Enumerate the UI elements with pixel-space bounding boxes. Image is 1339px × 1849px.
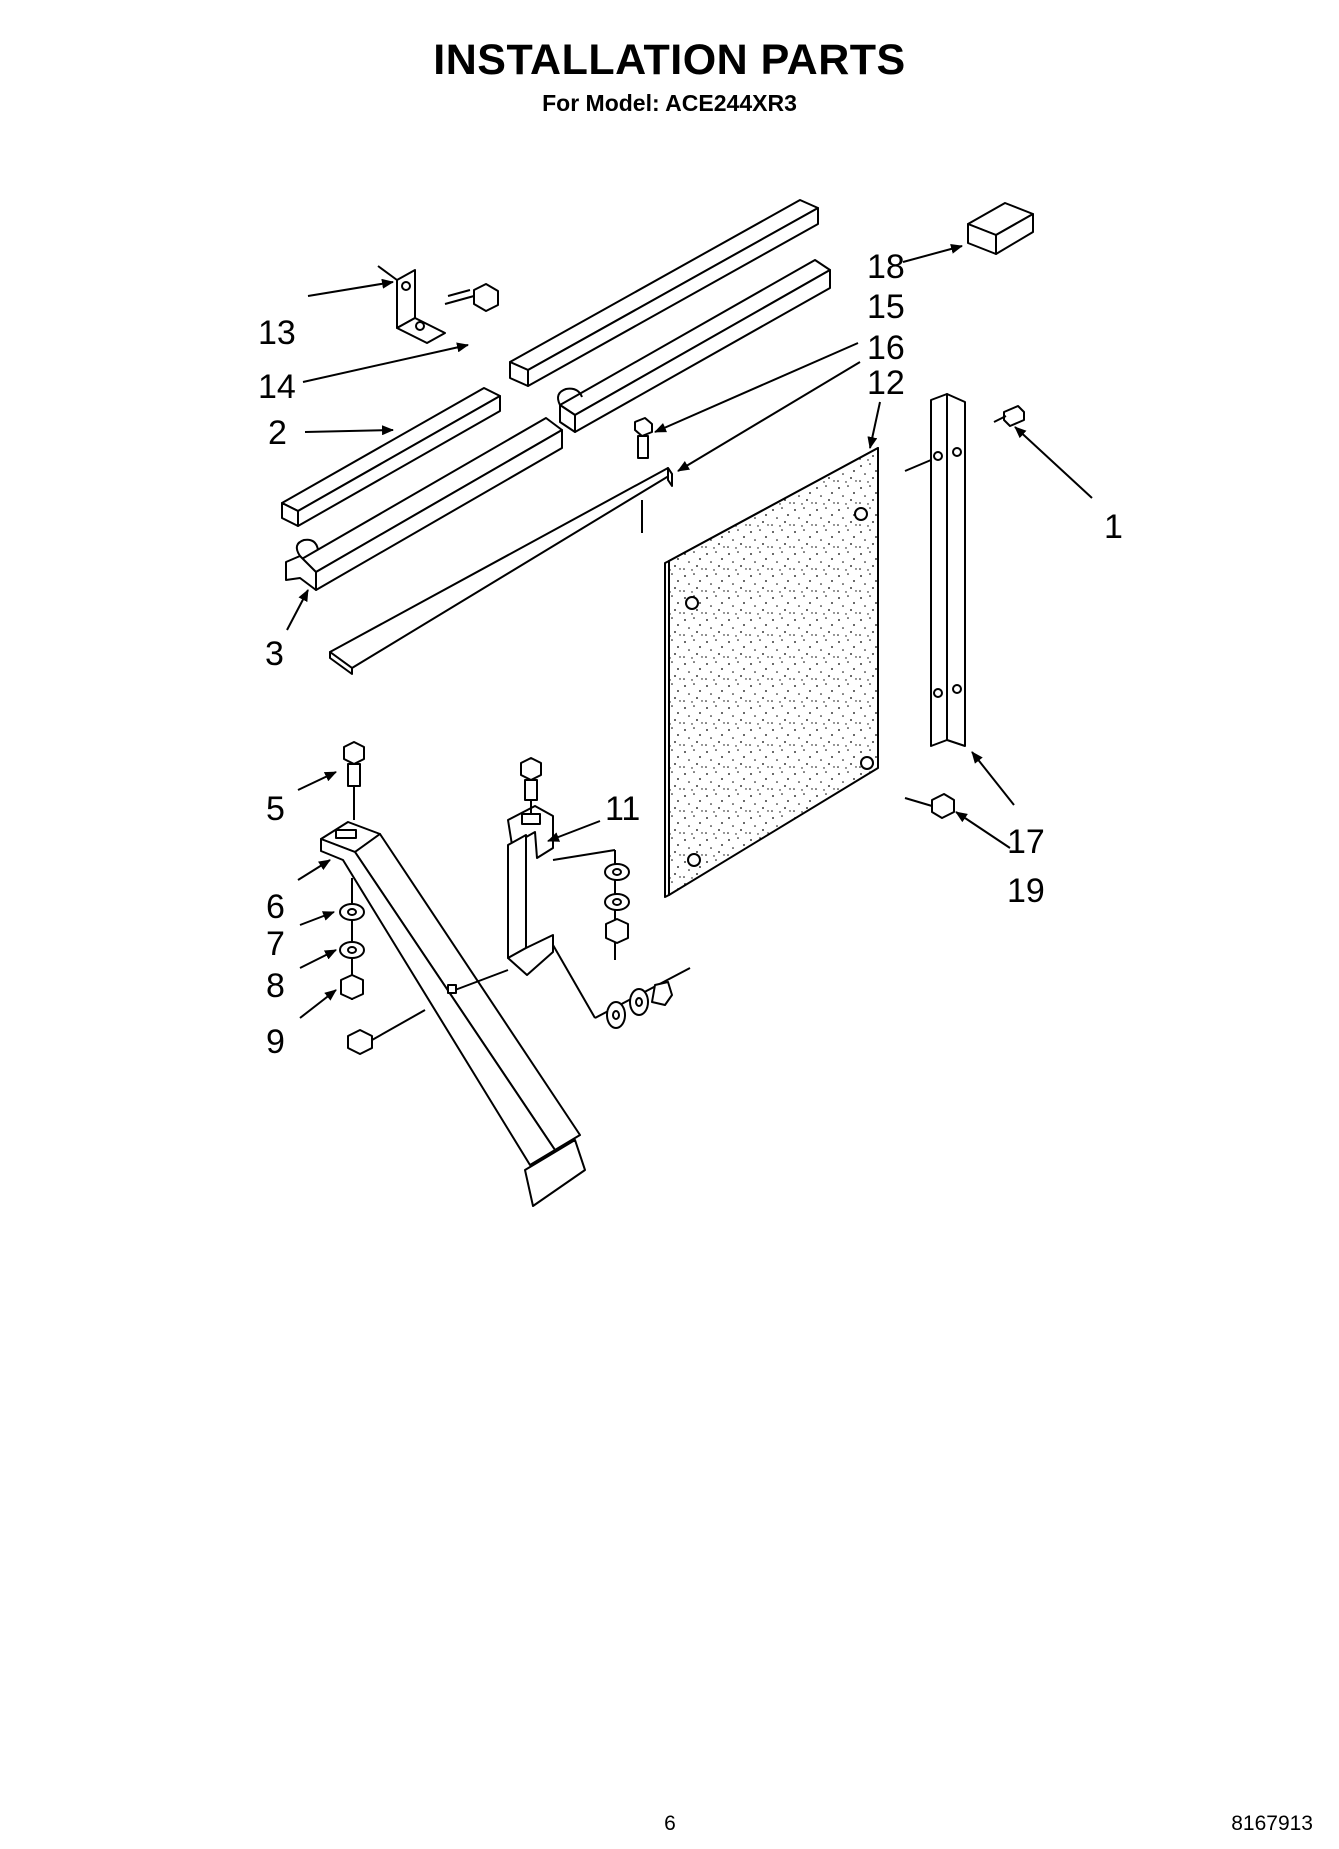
callout-12: 12 bbox=[867, 364, 905, 402]
fastener-stack-left bbox=[339, 878, 365, 1000]
fastener-stack-right bbox=[552, 849, 630, 960]
fastener-row bbox=[552, 944, 691, 1029]
document-number: 8167913 bbox=[1231, 1812, 1313, 1835]
callout-2: 2 bbox=[268, 414, 287, 452]
part-16-angle bbox=[329, 467, 673, 675]
callout-11: 11 bbox=[605, 790, 640, 828]
callout-17: 17 bbox=[1007, 823, 1045, 861]
leader-lines bbox=[286, 244, 1093, 1019]
part-12-panel bbox=[664, 447, 879, 898]
part-19-screw bbox=[904, 793, 955, 819]
callout-19: 19 bbox=[1007, 872, 1045, 910]
part-1-screw bbox=[993, 405, 1025, 427]
callout-16: 16 bbox=[867, 329, 905, 367]
top-rail bbox=[509, 199, 819, 387]
part-5-bolt bbox=[343, 741, 365, 787]
part-14-screw bbox=[444, 283, 499, 312]
callout-15: 15 bbox=[867, 288, 905, 326]
part-11-bolt bbox=[520, 757, 542, 801]
part-15-screw bbox=[634, 417, 653, 459]
callout-14: 14 bbox=[258, 368, 296, 406]
callout-6: 6 bbox=[266, 888, 285, 926]
part-3-seal-rail bbox=[285, 417, 563, 591]
callout-13: 13 bbox=[258, 314, 296, 352]
callout-9: 9 bbox=[266, 1023, 285, 1061]
strut-screw bbox=[347, 1009, 426, 1055]
model-subtitle: For Model: ACE244XR3 bbox=[542, 90, 797, 116]
part-18-foam-block bbox=[967, 202, 1034, 255]
callout-18: 18 bbox=[867, 248, 905, 286]
part-17-post bbox=[930, 393, 966, 747]
page-title: INSTALLATION PARTS bbox=[433, 36, 906, 84]
part-6-strut bbox=[320, 821, 586, 1207]
callout-1: 1 bbox=[1104, 508, 1123, 546]
part-13-bracket bbox=[377, 265, 446, 344]
part-2-channel bbox=[281, 387, 501, 527]
part-11-bracket bbox=[507, 805, 554, 976]
upper-seal-rail bbox=[557, 259, 831, 433]
callout-5: 5 bbox=[266, 790, 285, 828]
callout-3: 3 bbox=[265, 635, 284, 673]
page-number: 6 bbox=[664, 1812, 676, 1835]
callout-7: 7 bbox=[266, 925, 285, 963]
callout-8: 8 bbox=[266, 967, 285, 1005]
